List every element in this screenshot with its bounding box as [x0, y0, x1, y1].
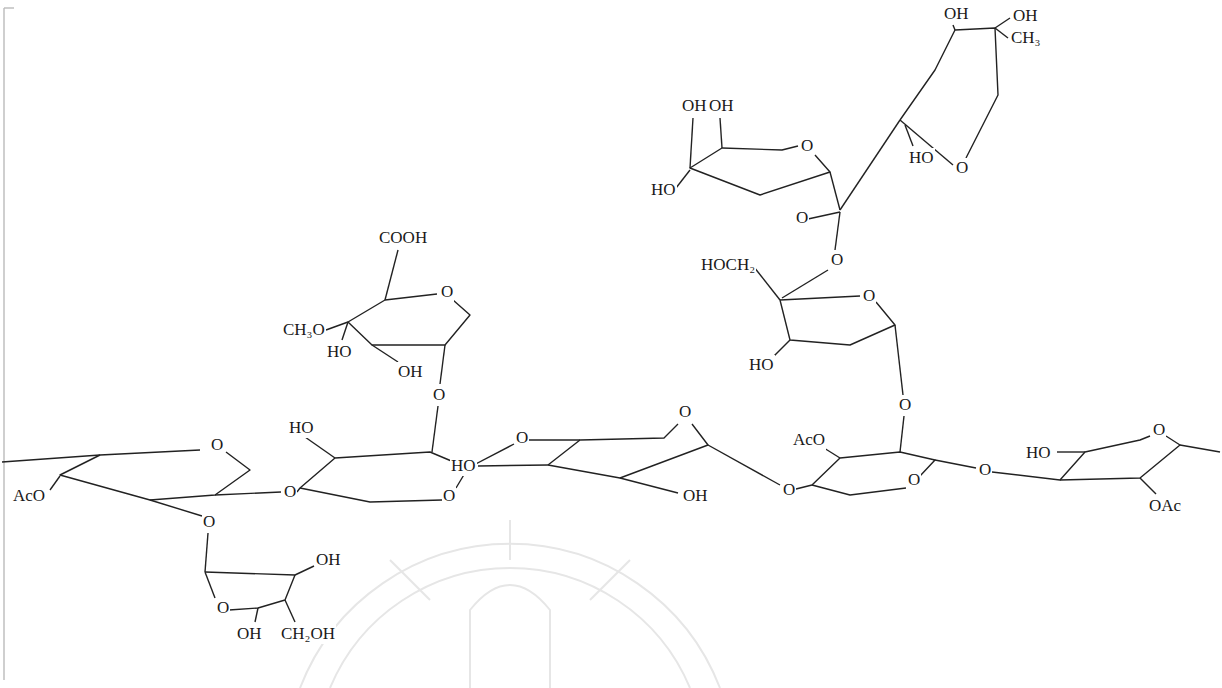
atom-label: OH: [397, 362, 424, 382]
atom-label: O: [202, 512, 216, 532]
atom-label: O: [515, 428, 529, 448]
atom-label: HO: [748, 355, 775, 375]
atom-label: HOCH₂: [700, 255, 756, 275]
watermark-seal: [300, 520, 720, 688]
atom-label: HO: [908, 148, 935, 168]
bond-lines: [2, 8, 1220, 680]
atom-label: HO: [450, 456, 477, 476]
atom-label: HO: [326, 342, 353, 362]
atom-label: O: [978, 460, 992, 480]
atom-label: O: [1152, 420, 1166, 440]
atom-label: O: [898, 395, 912, 415]
atom-label: OH: [682, 486, 709, 506]
atom-label: CH₂OH: [280, 624, 336, 644]
atom-label: O: [432, 385, 446, 405]
atom-label: O: [782, 480, 796, 500]
atom-label: O: [830, 250, 844, 270]
atom-label: O: [440, 282, 454, 302]
atom-label: O: [955, 158, 969, 178]
atom-label: OH: [236, 624, 263, 644]
atom-label: HO: [288, 418, 315, 438]
atom-label: O: [800, 136, 814, 156]
atom-label: HO: [1025, 443, 1052, 463]
atom-label: HO: [650, 180, 677, 200]
atom-label: OH: [708, 96, 735, 116]
atom-label: CH₃: [1010, 28, 1042, 48]
atom-label: O: [862, 286, 876, 306]
atom-label: O: [216, 598, 230, 618]
atom-label: O: [442, 486, 456, 506]
atom-label: OH: [1012, 6, 1039, 26]
atom-label: O: [283, 482, 297, 502]
atom-label: O: [907, 470, 921, 490]
atom-label: AcO: [12, 486, 46, 506]
atom-label: CH₃O: [282, 320, 326, 340]
atom-label: OH: [681, 96, 708, 116]
atom-label: OAc: [1148, 496, 1182, 516]
atom-label: COOH: [378, 228, 428, 248]
atom-label: AcO: [792, 430, 826, 450]
atom-label: O: [678, 402, 692, 422]
atom-label: O: [795, 208, 809, 228]
atom-label: O: [210, 435, 224, 455]
atom-label: OH: [943, 4, 970, 24]
atom-label: OH: [315, 550, 342, 570]
